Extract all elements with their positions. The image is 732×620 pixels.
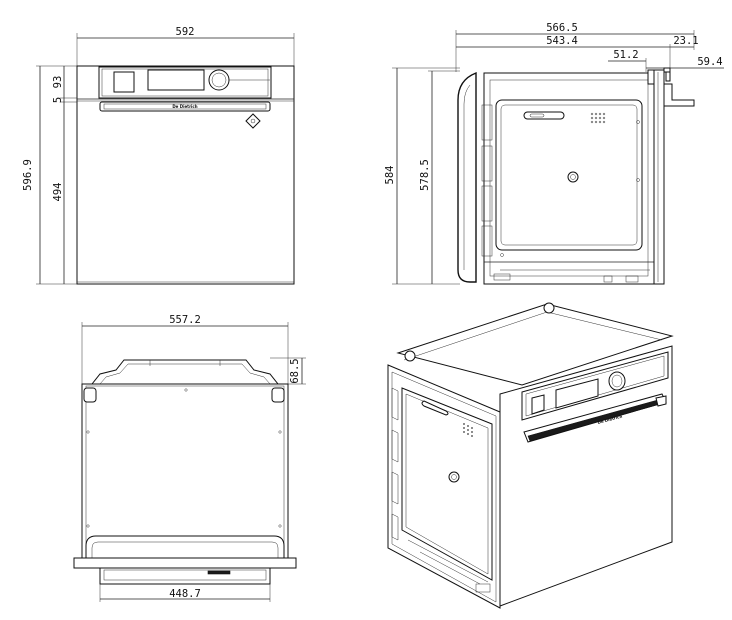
top-width-label: 557.2 xyxy=(169,314,201,326)
iso-control-knob xyxy=(608,371,626,391)
top-handle xyxy=(90,359,280,385)
iso-cavity-wall xyxy=(401,387,493,581)
front-total-height-label: 596.9 xyxy=(22,159,34,191)
isometric-view: De Dietrich xyxy=(387,302,674,609)
front-panel-height-label: 93 xyxy=(52,76,64,89)
top-handle-offset-label: 68.5 xyxy=(289,358,301,383)
iso-fan-hub xyxy=(448,471,460,483)
front-view: 592 De Dietrich 596.9 93 5 494 xyxy=(22,26,295,285)
top-door-edge xyxy=(85,535,285,559)
top-base xyxy=(99,567,271,585)
side-vent-grid xyxy=(590,112,606,124)
top-base-width-label: 448.7 xyxy=(169,588,201,600)
iso-display-left xyxy=(531,394,545,415)
front-door-height-label: 494 xyxy=(52,183,64,202)
fan-hub xyxy=(567,171,579,183)
front-gap-label: 5 xyxy=(52,97,64,103)
display-main xyxy=(147,69,205,91)
brand-label: De Dietrich xyxy=(172,104,197,109)
back-cover xyxy=(457,71,477,283)
brand-logo xyxy=(245,113,261,129)
iso-display-main xyxy=(555,378,599,409)
handle-profile xyxy=(663,83,695,107)
top-body xyxy=(81,383,289,559)
top-front-plate xyxy=(73,557,297,569)
side-total-height-label: 584 xyxy=(384,166,396,185)
top-corner-left xyxy=(83,387,97,403)
top-corner-right xyxy=(271,387,285,403)
side-front-offset-label: 23.1 xyxy=(673,35,698,47)
iso-top-face xyxy=(396,303,674,386)
side-panel-depth-label: 51.2 xyxy=(613,49,638,61)
side-total-depth-label: 566.5 xyxy=(546,22,578,34)
iso-light-window xyxy=(421,400,449,416)
side-body-height-label: 578.5 xyxy=(419,159,431,191)
display-left xyxy=(113,71,135,93)
top-view: 557.2 68.5 448.7 xyxy=(73,314,306,602)
iso-brand-label: De Dietrich xyxy=(597,414,623,425)
door-profile xyxy=(653,69,665,285)
side-body-depth-label: 543.4 xyxy=(546,35,578,47)
front-width-label: 592 xyxy=(176,26,195,38)
side-handle-depth-label: 59.4 xyxy=(697,56,722,68)
side-view: 566.5 543.4 23.1 51.2 59.4 584 578.5 xyxy=(384,22,724,285)
iso-vent-grid xyxy=(462,422,474,438)
